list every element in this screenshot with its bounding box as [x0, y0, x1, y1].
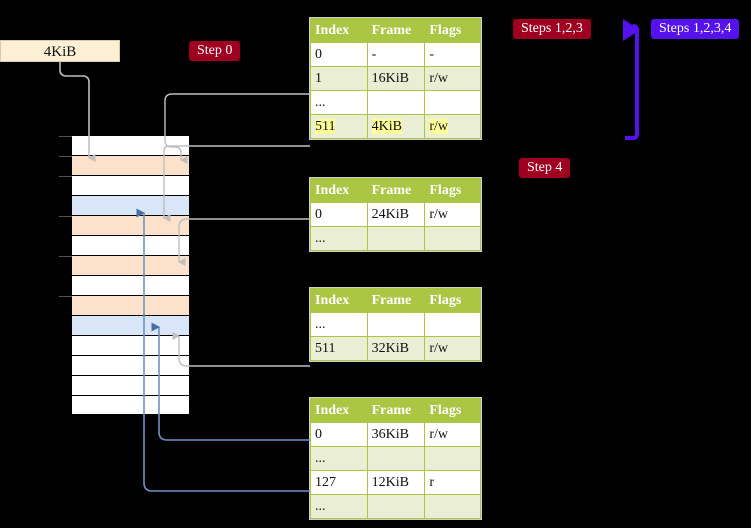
table-cell: r/w [424, 66, 481, 91]
table-row: ... [310, 446, 481, 471]
table-cell: 511 [310, 336, 368, 361]
table-cell [366, 446, 426, 471]
memory-frame-tick [59, 176, 72, 177]
memory-frame-row [71, 375, 190, 395]
memory-frame-row [59, 215, 190, 235]
table-cell [424, 446, 481, 471]
page-frame-label: 4KiB [43, 44, 77, 60]
column-header-frame: Frame [366, 398, 426, 423]
table-cell [424, 90, 481, 115]
column-header-index: Index [310, 178, 368, 203]
column-header-index: Index [310, 18, 368, 43]
table-row: 0-- [310, 42, 481, 67]
table-cell [366, 226, 426, 251]
memory-frame-tick [59, 216, 72, 217]
memory-frame-row [71, 395, 190, 415]
table-cell: 1 [310, 66, 368, 91]
memory-frame-tick [59, 296, 72, 297]
table-row: ... [310, 494, 481, 519]
page-frame-box: 4KiB [0, 40, 120, 62]
connector-t2-row0 [178, 218, 310, 266]
memory-frame-row [71, 355, 190, 375]
table-cell [366, 312, 426, 337]
table-row: ... [310, 312, 481, 337]
table-cell: r/w [424, 202, 481, 227]
table-cell: ... [310, 226, 368, 251]
memory-frame-row [71, 195, 190, 215]
connector-bracket-purple [623, 19, 640, 140]
connector-t3-row511 [172, 332, 310, 367]
table-cell: 24KiB [366, 202, 426, 227]
label-step-0: Step 0 [189, 41, 241, 61]
table-cell: ... [310, 446, 368, 471]
memory-frame-row [71, 315, 190, 335]
column-header-flags: Flags [424, 398, 481, 423]
table-cell: 127 [310, 470, 368, 495]
table-cell: - [424, 42, 481, 67]
memory-frame-row [71, 275, 190, 295]
table-cell: 16KiB [366, 66, 426, 91]
column-header-flags: Flags [424, 18, 481, 43]
label-step-4: Step 4 [519, 158, 571, 178]
table-cell: ... [310, 312, 368, 337]
memory-frame-row [59, 295, 190, 315]
table-cell: 4KiB [366, 114, 426, 139]
column-header-frame: Frame [366, 288, 426, 313]
table-row: ... [310, 90, 481, 115]
table-cell: 12KiB [366, 470, 426, 495]
column-header-frame: Frame [366, 178, 426, 203]
table-cell: r/w [424, 422, 481, 447]
table-cell [424, 494, 481, 519]
column-header-index: Index [310, 398, 368, 423]
table-cell: r/w [424, 336, 481, 361]
table-cell [366, 494, 426, 519]
memory-frame-row [59, 175, 190, 195]
physical-memory-column [59, 135, 190, 415]
column-header-flags: Flags [424, 288, 481, 313]
table-cell: - [366, 42, 426, 67]
memory-frame-tick [59, 256, 72, 257]
memory-frame-row [59, 155, 190, 175]
table-cell: 0 [310, 422, 368, 447]
table-cell: 511 [310, 114, 368, 139]
table-cell: r/w [424, 114, 481, 139]
table-row: ... [310, 226, 481, 251]
memory-frame-row [59, 255, 190, 275]
memory-frame-row [71, 335, 190, 355]
column-header-frame: Frame [366, 18, 426, 43]
memory-frame-tick [59, 156, 72, 157]
memory-frame-tick [59, 136, 72, 137]
table-cell: 0 [310, 202, 368, 227]
memory-frame-row [71, 235, 190, 255]
table-cell: r [424, 470, 481, 495]
table-cell: ... [310, 494, 368, 519]
table-cell: ... [310, 90, 368, 115]
table-cell [424, 226, 481, 251]
column-header-flags: Flags [424, 178, 481, 203]
column-header-index: Index [310, 288, 368, 313]
table-cell: 0 [310, 42, 368, 67]
label-steps-1-2-3: Steps 1,2,3 [513, 19, 591, 39]
label-steps-1-2-3-4: Steps 1,2,3,4 [651, 19, 740, 39]
table-cell [366, 90, 426, 115]
table-cell: 36KiB [366, 422, 426, 447]
table-cell: 32KiB [366, 336, 426, 361]
memory-frame-row [59, 135, 190, 155]
table-cell [424, 312, 481, 337]
